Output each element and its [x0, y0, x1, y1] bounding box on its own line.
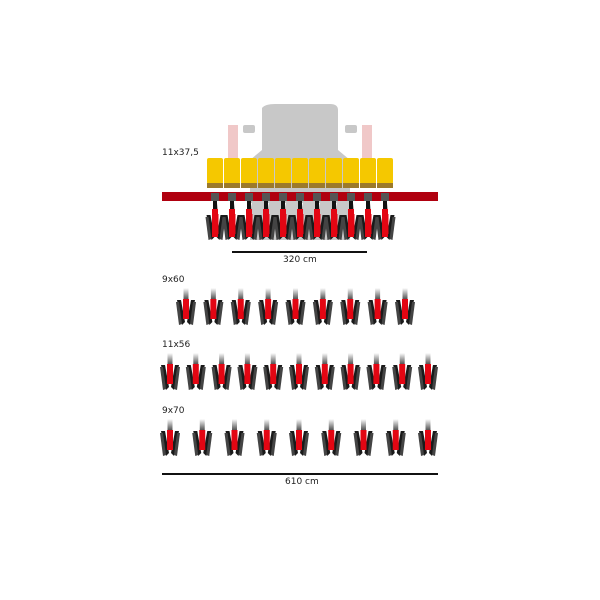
- seed-hopper: [360, 158, 376, 184]
- hopper-base: [292, 183, 308, 188]
- seed-hopper: [326, 158, 342, 184]
- row-config-9x60: [176, 288, 415, 325]
- seed-hopper: [377, 158, 393, 184]
- hopper-base: [377, 183, 393, 188]
- row-unit: [385, 419, 406, 456]
- row-unit: [366, 353, 387, 390]
- seed-hopper: [275, 158, 291, 184]
- coulter-mount: [296, 193, 304, 201]
- row-unit: [367, 288, 388, 325]
- row-unit: [418, 419, 438, 456]
- coulter-mount: [381, 193, 389, 201]
- coulter-arm: [332, 201, 336, 209]
- coulter-arm: [213, 201, 217, 209]
- row-unit: [340, 353, 361, 390]
- row-unit: [353, 419, 374, 456]
- hopper-base: [207, 183, 223, 188]
- width-label-610: 610 cm: [285, 477, 319, 487]
- row-unit: [289, 419, 309, 456]
- coulter-mount: [245, 193, 253, 201]
- hopper-base: [275, 183, 291, 188]
- hopper-base: [241, 183, 257, 188]
- hopper-base: [343, 183, 359, 188]
- hopper-base: [258, 183, 274, 188]
- seed-hopper: [258, 158, 274, 184]
- row-unit: [392, 353, 413, 390]
- coulter-arm: [230, 201, 234, 209]
- row-unit: [263, 353, 284, 390]
- hopper-base: [326, 183, 342, 188]
- hopper-base: [224, 183, 240, 188]
- row-unit: [395, 288, 415, 325]
- coulter-body: [382, 209, 388, 237]
- row-unit: [176, 288, 196, 325]
- row-unit: [285, 288, 306, 325]
- tractor-config-label: 11x37,5: [162, 148, 199, 158]
- coulter-mount: [330, 193, 338, 201]
- row-unit: [312, 288, 333, 325]
- row-unit: [237, 353, 258, 390]
- coulter-arm: [315, 201, 319, 209]
- tractor-row-units: [162, 158, 438, 240]
- row-unit: [314, 353, 335, 390]
- coulter-body: [348, 209, 354, 237]
- row-unit: [258, 288, 279, 325]
- coulter-arm: [264, 201, 268, 209]
- config-label-11x56: 11x56: [162, 340, 191, 350]
- row-unit: [418, 353, 438, 390]
- hopper-base: [360, 183, 376, 188]
- seed-hopper: [207, 158, 223, 184]
- seed-hopper: [292, 158, 308, 184]
- coulter-body: [314, 209, 320, 237]
- width-label-320: 320 cm: [283, 255, 317, 265]
- row-config-11x56: [160, 353, 438, 390]
- coulter-mount: [228, 193, 236, 201]
- row-unit: [224, 419, 245, 456]
- row-unit: [185, 353, 206, 390]
- coulter-arm: [298, 201, 302, 209]
- coulter-arm: [383, 201, 387, 209]
- row-unit: [256, 419, 277, 456]
- coulter-body: [212, 209, 218, 237]
- config-label-9x70: 9x70: [162, 406, 185, 416]
- seed-hopper: [241, 158, 257, 184]
- row-unit: [211, 353, 232, 390]
- row-unit: [192, 419, 213, 456]
- seed-hopper: [224, 158, 240, 184]
- config-label-9x60: 9x60: [162, 275, 185, 285]
- coulter-body: [365, 209, 371, 237]
- row-unit: [289, 353, 309, 390]
- hopper-base: [309, 183, 325, 188]
- coulter-arm: [349, 201, 353, 209]
- row-config-9x70: [160, 419, 438, 456]
- coulter-body: [246, 209, 252, 237]
- row-unit: [160, 353, 180, 390]
- row-unit: [230, 288, 251, 325]
- coulter-arm: [366, 201, 370, 209]
- coulter-mount: [347, 193, 355, 201]
- coulter-body: [280, 209, 286, 237]
- row-unit: [203, 288, 224, 325]
- coulter-arm: [247, 201, 251, 209]
- seed-hopper: [309, 158, 325, 184]
- coulter-body: [263, 209, 269, 237]
- row-unit: [160, 419, 180, 456]
- coulter-mount: [211, 193, 219, 201]
- row-unit: [340, 288, 361, 325]
- coulter-mount: [364, 193, 372, 201]
- seed-hopper: [343, 158, 359, 184]
- coulter-arm: [281, 201, 285, 209]
- coulter-mount: [279, 193, 287, 201]
- row-unit: [321, 419, 342, 456]
- coulter-mount: [313, 193, 321, 201]
- coulter-body: [229, 209, 235, 237]
- coulter-mount: [262, 193, 270, 201]
- coulter-body: [297, 209, 303, 237]
- coulter-body: [331, 209, 337, 237]
